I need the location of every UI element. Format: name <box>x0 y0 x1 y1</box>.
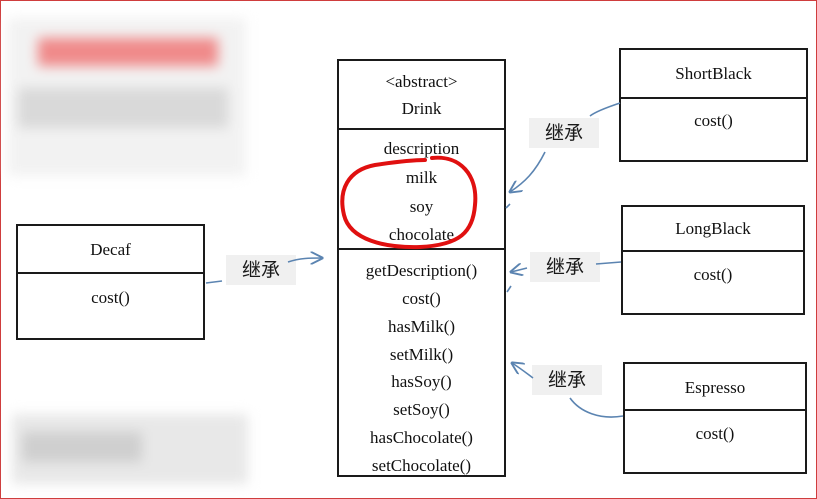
drink-class-name: Drink <box>401 99 442 118</box>
attribute-description: description <box>383 139 460 158</box>
shortblack-class-name: ShortBlack <box>675 64 752 83</box>
drink-class-box: <abstract> Drink description milk soy ch… <box>337 59 506 477</box>
longblack-method-cost: cost() <box>693 265 733 284</box>
drink-stereotype: <abstract> <box>385 72 458 91</box>
espresso-class-box: Espresso cost() <box>623 362 807 474</box>
shortblack-class-box: ShortBlack cost() <box>619 48 808 162</box>
method-has-chocolate: hasChocolate() <box>370 428 473 447</box>
drink-attributes-divider <box>339 248 504 250</box>
decaf-class-box: Decaf cost() <box>16 224 205 340</box>
longblack-divider <box>623 250 803 252</box>
attribute-chocolate: chocolate <box>388 225 455 244</box>
method-set-soy: setSoy() <box>393 400 450 419</box>
arrow-shortblack-to-drink <box>510 102 621 192</box>
blurred-region-top <box>8 18 246 176</box>
attribute-milk: milk <box>405 168 438 187</box>
inherit-label-longblack: 继承 <box>530 252 600 282</box>
espresso-divider <box>625 409 805 411</box>
arrow-stub-longblack-tail <box>506 285 512 293</box>
method-set-milk: setMilk() <box>389 345 454 364</box>
inherit-label-decaf: 继承 <box>226 255 296 285</box>
decaf-divider <box>18 272 203 274</box>
drink-header-divider <box>339 128 504 130</box>
red-highlight-circle <box>340 155 478 250</box>
method-has-soy: hasSoy() <box>391 372 452 391</box>
shortblack-divider <box>621 97 806 99</box>
arrow-stub-shortblack-tail <box>505 203 511 209</box>
arrow-decaf-to-drink <box>205 258 322 284</box>
attribute-soy: soy <box>409 197 434 216</box>
method-get-description: getDescription() <box>365 261 478 280</box>
decaf-class-name: Decaf <box>90 240 131 259</box>
longblack-class-box: LongBlack cost() <box>621 205 805 315</box>
arrow-espresso-to-drink <box>512 363 624 418</box>
method-has-milk: hasMilk() <box>387 317 456 336</box>
shortblack-method-cost: cost() <box>694 111 733 130</box>
method-set-chocolate: setChocolate() <box>371 456 472 475</box>
longblack-class-name: LongBlack <box>675 219 751 238</box>
inherit-label-shortblack: 继承 <box>529 118 599 148</box>
inherit-label-espresso: 继承 <box>532 365 602 395</box>
arrow-longblack-to-drink <box>511 262 622 272</box>
decaf-method-cost: cost() <box>91 288 130 307</box>
espresso-method-cost: cost() <box>695 424 735 443</box>
blurred-region-bottom <box>12 414 248 484</box>
method-cost: cost() <box>402 289 441 308</box>
espresso-class-name: Espresso <box>684 378 746 397</box>
